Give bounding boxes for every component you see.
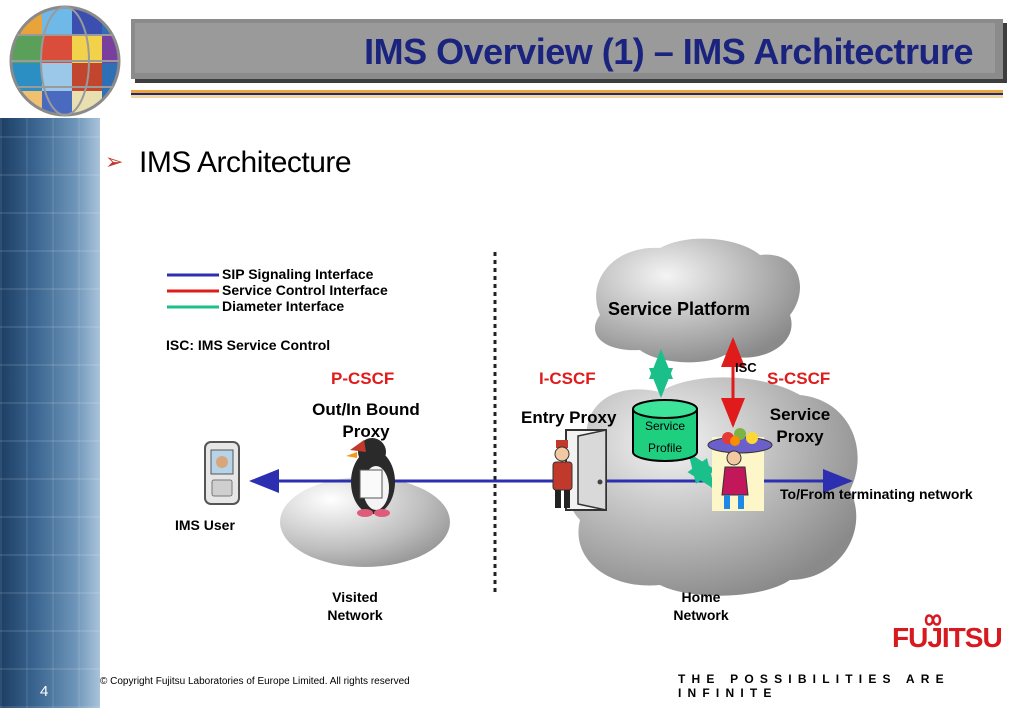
home-network-line2: Network bbox=[673, 607, 729, 623]
service-platform-label: Service Platform bbox=[608, 299, 751, 319]
pcscf-role-line2: Proxy bbox=[342, 422, 390, 441]
slide-title: IMS Overview (1) – IMS Architectrure bbox=[364, 31, 973, 72]
copyright-text: © Copyright Fujitsu Laboratories of Euro… bbox=[100, 676, 410, 687]
icscf-label: I-CSCF bbox=[539, 369, 596, 388]
globe-logo-icon bbox=[9, 5, 121, 117]
ims-user-label: IMS User bbox=[175, 517, 235, 533]
waiter-service-icon bbox=[707, 428, 773, 511]
title-underline bbox=[131, 90, 1003, 98]
service-profile-line1: Service bbox=[644, 419, 685, 433]
isc-note: ISC: IMS Service Control bbox=[166, 337, 331, 353]
terminating-network-label: To/From terminating network bbox=[780, 486, 973, 502]
legend-diameter-label: Diameter Interface bbox=[222, 298, 345, 314]
brand-tagline: THE POSSIBILITIES ARE INFINITE bbox=[678, 672, 950, 700]
decorative-side-strip bbox=[0, 118, 100, 708]
diameter-profile-arrow-back bbox=[688, 452, 716, 488]
visited-network-line2: Network bbox=[327, 607, 383, 623]
pcscf-label: P-CSCF bbox=[331, 369, 395, 388]
visited-network-cloud bbox=[280, 477, 450, 567]
visited-network-line1: Visited bbox=[332, 589, 378, 605]
bullet-arrow-icon: ➢ bbox=[105, 149, 124, 174]
mobile-phone-icon bbox=[204, 441, 240, 505]
scscf-label: S-CSCF bbox=[767, 369, 831, 388]
home-network-line1: Home bbox=[681, 589, 721, 605]
title-bar: IMS Overview (1) – IMS Architectrure bbox=[131, 19, 1003, 79]
service-profile-line2: Profile bbox=[647, 441, 682, 455]
fujitsu-infinity-icon bbox=[924, 614, 942, 626]
entry-door-icon bbox=[565, 429, 607, 511]
doorman-icon bbox=[552, 440, 573, 508]
page-number: 4 bbox=[40, 683, 49, 700]
scscf-role-line2: Proxy bbox=[776, 427, 824, 446]
scscf-role-line1: Service bbox=[769, 405, 831, 424]
pcscf-role-line1: Out/In Bound bbox=[312, 400, 420, 419]
bullet-heading: IMS Architecture bbox=[139, 146, 352, 179]
service-profile-database-icon bbox=[632, 399, 698, 462]
legend-service-control-label: Service Control Interface bbox=[222, 282, 388, 298]
service-platform-cloud bbox=[594, 238, 800, 363]
fujitsu-logo: FUJITSU bbox=[892, 622, 1003, 653]
penguin-proxy-icon bbox=[346, 438, 395, 517]
legend-sip-label: SIP Signaling Interface bbox=[222, 266, 374, 282]
icscf-role: Entry Proxy bbox=[521, 408, 617, 427]
isc-label: ISC bbox=[735, 360, 757, 375]
